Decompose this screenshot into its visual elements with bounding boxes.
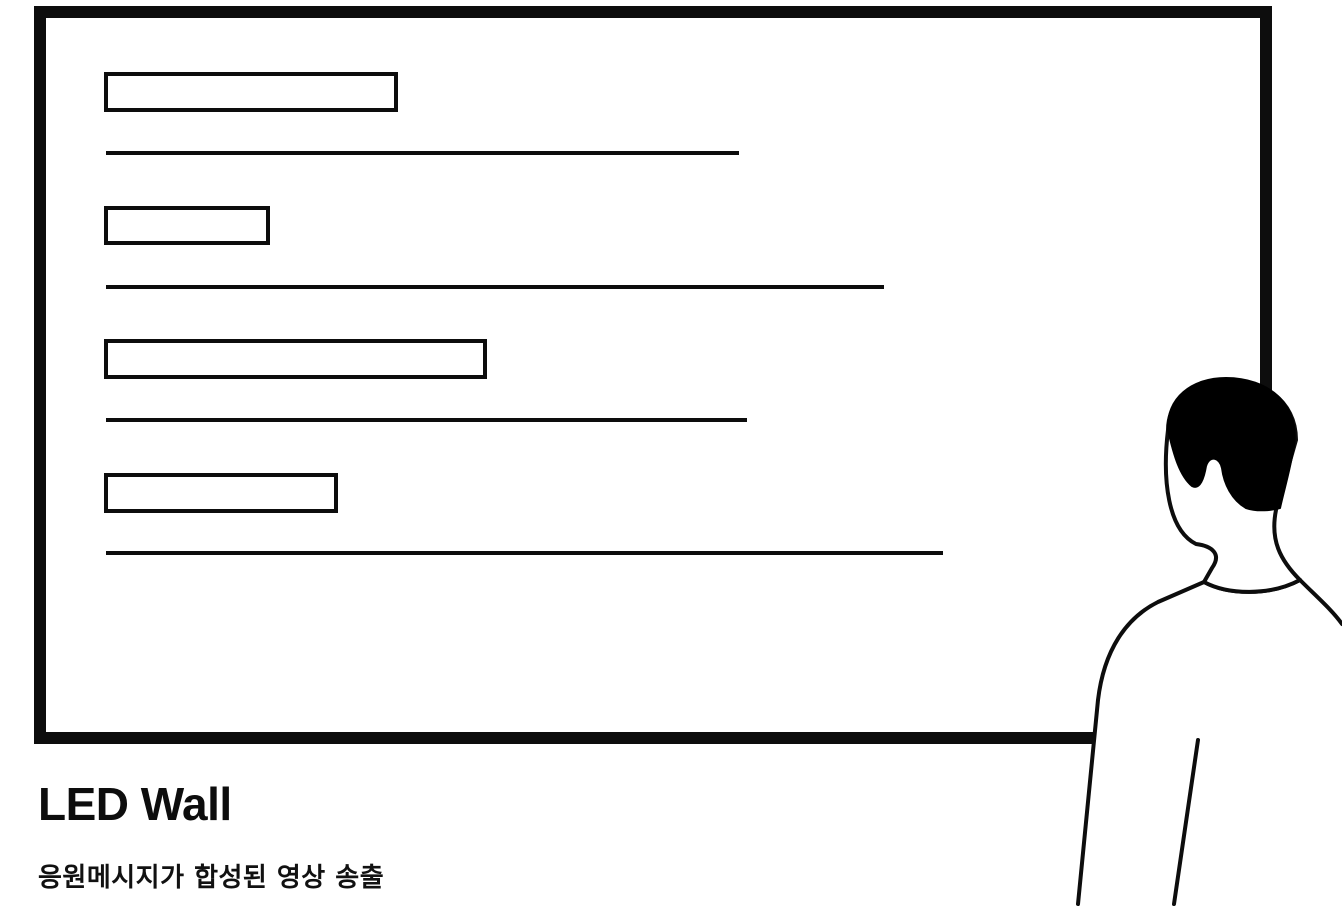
message-name-box: [104, 339, 487, 379]
message-name-box: [104, 473, 338, 513]
message-row: [104, 72, 739, 155]
message-name-box: [104, 206, 270, 245]
message-name-box: [104, 72, 398, 112]
message-row: [104, 206, 884, 289]
viewer-hair: [1166, 377, 1296, 512]
viewer-arm-line: [1172, 738, 1200, 906]
viewer-back-outline: [1076, 580, 1206, 906]
viewer-shoulder-outline: [1298, 578, 1342, 626]
viewer-torso: [1078, 580, 1342, 908]
message-row: [104, 473, 943, 555]
viewer-person: [1076, 377, 1342, 908]
caption-title: LED Wall: [38, 778, 232, 830]
caption-subtitle: 응원메시지가 합성된 영상 송출: [38, 863, 385, 893]
message-row: [104, 339, 747, 422]
